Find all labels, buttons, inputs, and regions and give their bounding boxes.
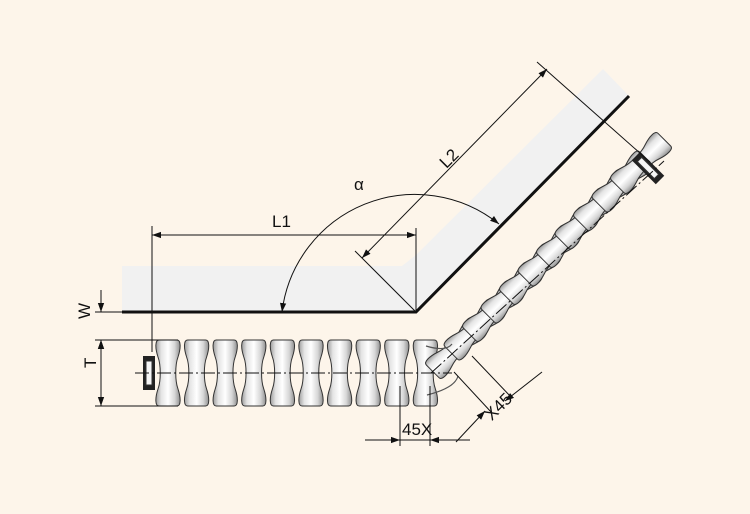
- label-l1: L1: [272, 212, 291, 231]
- label-w: W: [75, 303, 94, 319]
- label-t: T: [81, 358, 100, 368]
- extension-line: [453, 371, 493, 414]
- valve-icon: [631, 151, 665, 185]
- label-angle: α: [354, 175, 364, 194]
- label-45x: 45X: [402, 420, 432, 439]
- centerline: [430, 160, 665, 374]
- radiator-corner-bend: [425, 343, 453, 350]
- radiator-column: [269, 339, 296, 407]
- extension-line: [471, 355, 513, 399]
- label-l2: L2: [436, 145, 463, 172]
- radiator-column: [384, 339, 410, 407]
- dimension-x45: [455, 410, 486, 443]
- angle-arc: [279, 193, 500, 313]
- label-x45: X45: [481, 389, 516, 424]
- radiator-angled-section: [425, 132, 672, 379]
- extension-line: [536, 61, 651, 163]
- wall-shade-left: [122, 255, 416, 312]
